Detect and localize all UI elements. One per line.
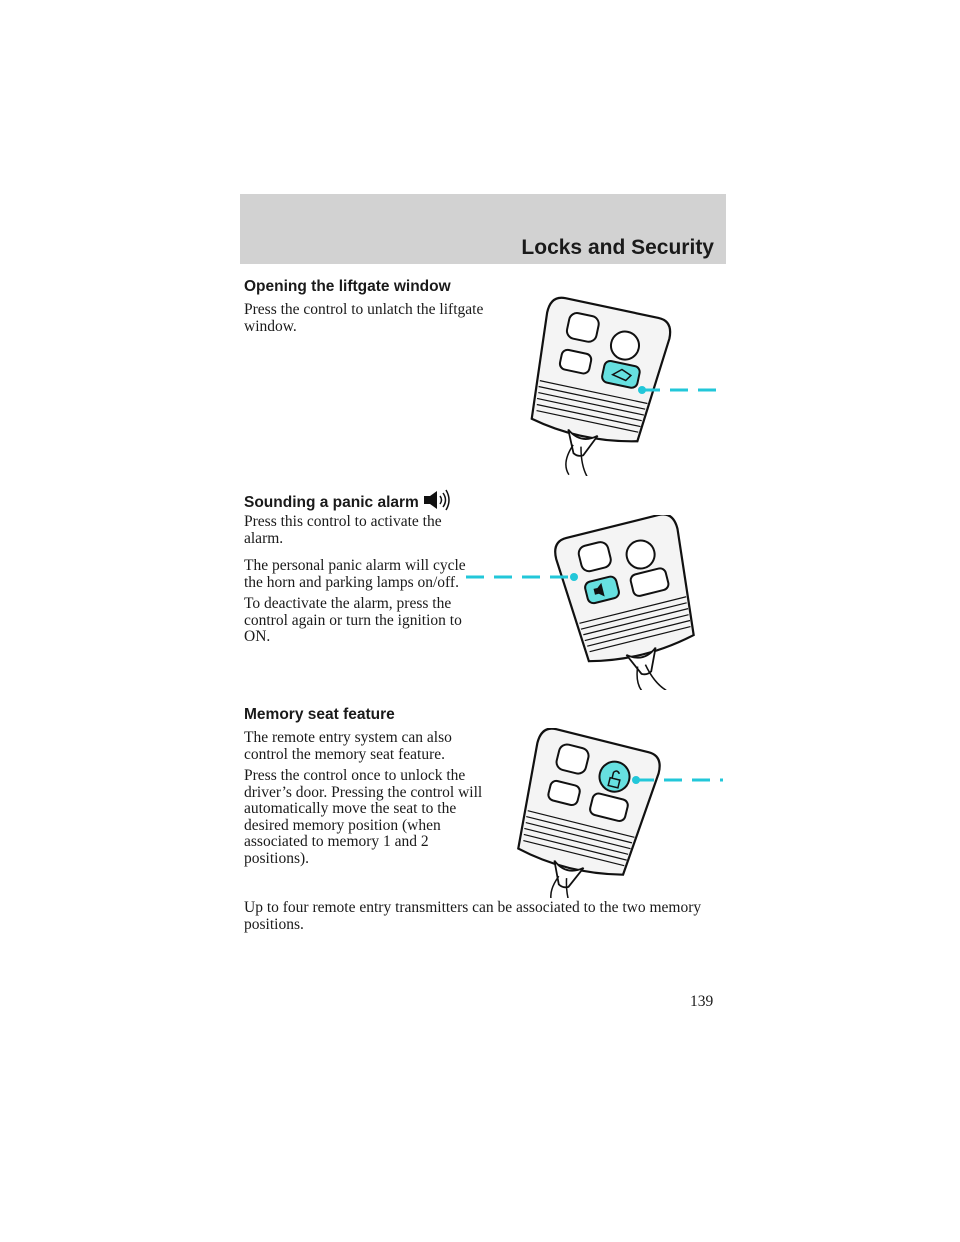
panic-alarm-icon <box>421 488 451 517</box>
heading-panic-alarm-text: Sounding a panic alarm <box>244 494 419 511</box>
paragraph-liftgate: Press the control to unlatch the liftgat… <box>244 301 484 335</box>
heading-panic-alarm: Sounding a panic alarm <box>244 488 451 517</box>
key-fob-illustration-memory <box>508 727 728 911</box>
paragraph-panic-activate: Press this control to activate the alarm… <box>244 513 442 547</box>
heading-liftgate: Opening the liftgate window <box>244 278 451 295</box>
paragraph-panic-cycle: The personal panic alarm will cycle the … <box>244 557 466 591</box>
section-title: Locks and Security <box>521 236 714 259</box>
section-header-band: Locks and Security <box>240 194 726 264</box>
paragraph-memory-transmitters: Up to four remote entry transmitters can… <box>244 899 702 933</box>
page-number: 139 <box>690 993 714 1010</box>
paragraph-panic-deactivate: To deactivate the alarm, press the contr… <box>244 595 462 645</box>
paragraph-memory-unlock: Press the control once to unlock the dri… <box>244 767 483 867</box>
key-fob-illustration-panic <box>462 513 702 696</box>
key-fob-illustration-liftgate <box>520 296 730 481</box>
paragraph-memory-intro: The remote entry system can also control… <box>244 729 452 763</box>
heading-memory-seat: Memory seat feature <box>244 706 395 723</box>
